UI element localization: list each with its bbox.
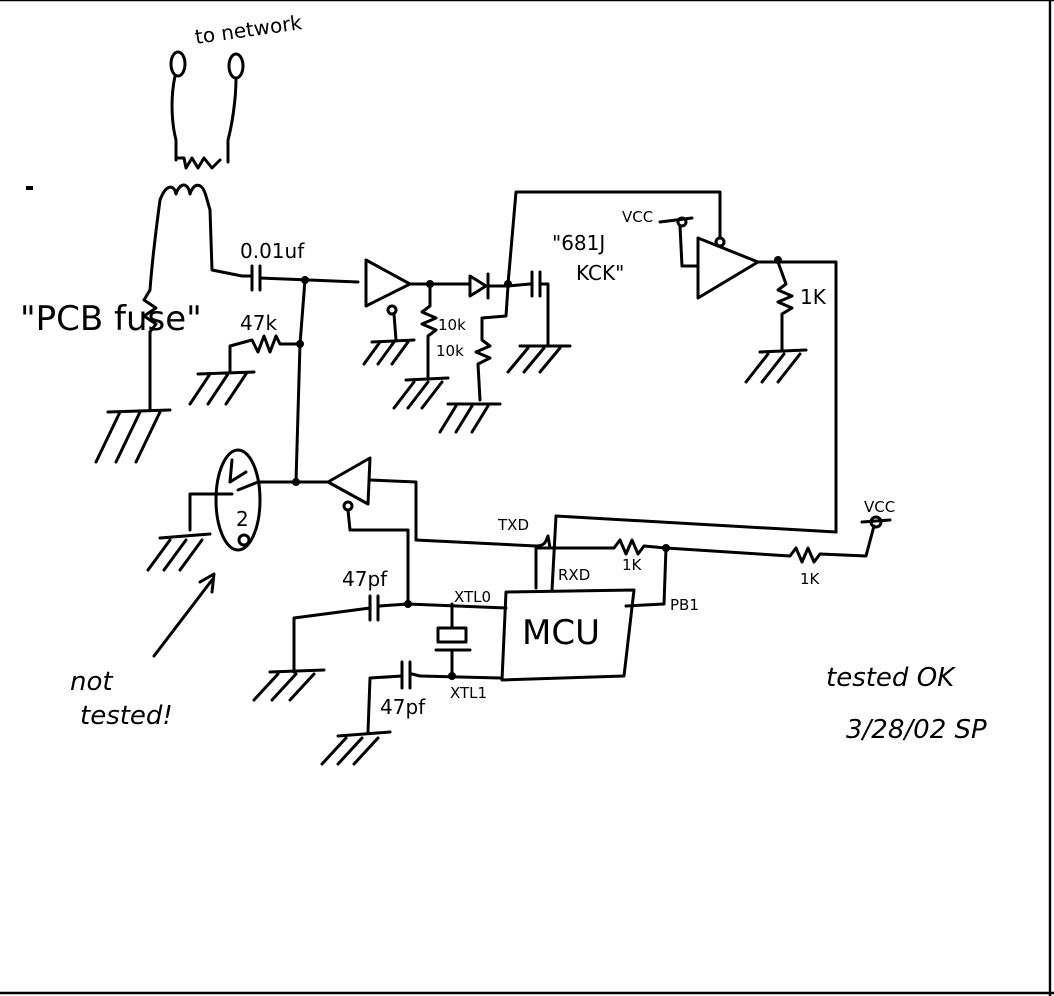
not-tested-arrow: not tested! (70, 572, 216, 731)
r-10k-b-label: 10k (436, 342, 464, 360)
resistor-10k-b: 10k (436, 284, 510, 434)
resistor-47k: 47k (188, 278, 307, 406)
diode-note-2: KCK" (576, 261, 624, 285)
buffer-gate-1 (362, 258, 416, 366)
cap-001uf-label: 0.01uf (240, 239, 305, 263)
tested-ok-label: tested OK (826, 663, 956, 693)
r-1k-top-label: 1K (800, 285, 827, 309)
cap-47pf-top-label: 47pf (342, 567, 388, 591)
pb1-label: PB1 (670, 596, 699, 614)
mcu-label: MCU (522, 613, 600, 653)
r-47k-label: 47k (240, 311, 277, 335)
crystal-oscillator: XTL0 XTL1 (404, 588, 508, 702)
wire-feedback-top (506, 190, 722, 286)
vcc-right-label: VCC (864, 498, 895, 516)
inverter-gate-2: VCC (622, 208, 760, 300)
transformer-secondary (142, 183, 244, 412)
not-tested-label-1: not (70, 667, 113, 697)
pcb-fuse-label: "PCB fuse" (20, 299, 202, 339)
capacitor-001uf: 0.01uf (240, 239, 360, 292)
capacitor-47pf-bottom: 47pf (320, 660, 426, 766)
r-1k-mid-label: 1K (622, 556, 643, 574)
switch-not-tested: 2 (146, 448, 298, 572)
switch-number: 2 (236, 507, 249, 531)
signoff-label: 3/28/02 SP (846, 715, 987, 745)
cap-47pf-bottom-label: 47pf (380, 695, 426, 719)
txd-line: TXD (414, 516, 552, 590)
buffer-gate-3 (294, 456, 418, 606)
xtl0-label: XTL0 (454, 588, 491, 606)
registration-mark (26, 186, 33, 190)
r-10k-a-label: 10k (438, 316, 466, 334)
diode-note-1: "681J (552, 231, 605, 255)
wire-main-bus (294, 342, 302, 484)
resistor-10k-a: 10k (392, 282, 466, 410)
to-network-label: to network (193, 10, 303, 49)
txd-label: TXD (497, 516, 529, 534)
vcc-top-label: VCC (622, 208, 653, 226)
resistor-1k-right: VCC 1K (664, 498, 895, 588)
resistor-1k-top: 1K (744, 260, 827, 384)
network-connection: to network (169, 10, 304, 170)
capacitor-diode: "681J KCK" (506, 231, 624, 374)
not-tested-label-2: tested! (80, 701, 173, 731)
diode (468, 272, 510, 300)
wire-right-loop (756, 260, 838, 534)
ground-symbol-fuse (94, 408, 172, 464)
rxd-line: RXD 1K (550, 514, 838, 592)
pb1-line: PB1 (624, 546, 699, 614)
capacitor-47pf-top: 47pf (252, 567, 410, 702)
rxd-label: RXD (558, 566, 590, 584)
r-1k-right-label: 1K (800, 570, 821, 588)
xtl1-label: XTL1 (450, 684, 487, 702)
mcu-chip: MCU (500, 588, 636, 682)
